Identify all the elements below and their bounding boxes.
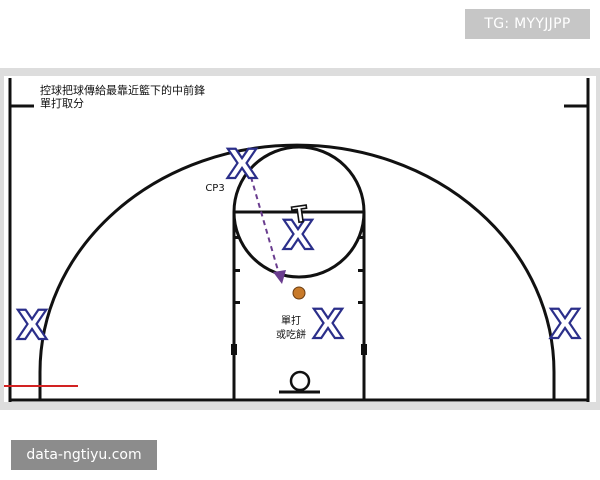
basketball-court-diagram: 控球把球傳給最靠近籃下的中前鋒 單打取分 X X X X X T CP3 單打 …: [4, 76, 596, 402]
player-left-corner-x: X: [17, 303, 48, 349]
pass-arrow-line: [250, 176, 280, 275]
player-cp3-x: X: [227, 142, 258, 188]
lane-hash-mark: [358, 236, 363, 239]
free-throw-circle: [232, 145, 366, 279]
annotation-line-1: 單打: [281, 314, 301, 327]
three-point-line: [38, 143, 556, 400]
tg-watermark: TG: MYYJJPP: [465, 9, 590, 39]
screen-t-mark: T: [291, 202, 309, 229]
lane-block-mark: [361, 344, 367, 355]
basketball-icon: [292, 286, 306, 300]
court-background: [4, 76, 596, 402]
player-right-block-x: X: [313, 302, 344, 348]
lane-hash-mark: [358, 269, 363, 272]
player-right-corner-x: X: [550, 302, 581, 348]
hoop: [289, 370, 311, 392]
lane-hash-mark: [235, 301, 240, 304]
cp3-label: CP3: [205, 183, 224, 194]
pass-arrowhead: [273, 270, 286, 284]
site-watermark: data-ngtiyu.com: [11, 440, 157, 470]
lane-hash-mark: [358, 301, 363, 304]
player-center-x: X: [283, 213, 314, 259]
caption-line-1: 控球把球傳給最靠近籃下的中前鋒: [40, 83, 205, 97]
lane-hash-mark: [235, 236, 240, 239]
annotation-line-2: 或吃餅: [276, 328, 306, 341]
caption-line-2: 單打取分: [40, 96, 84, 110]
lane-hash-mark: [235, 269, 240, 272]
lane-block-mark: [231, 344, 237, 355]
